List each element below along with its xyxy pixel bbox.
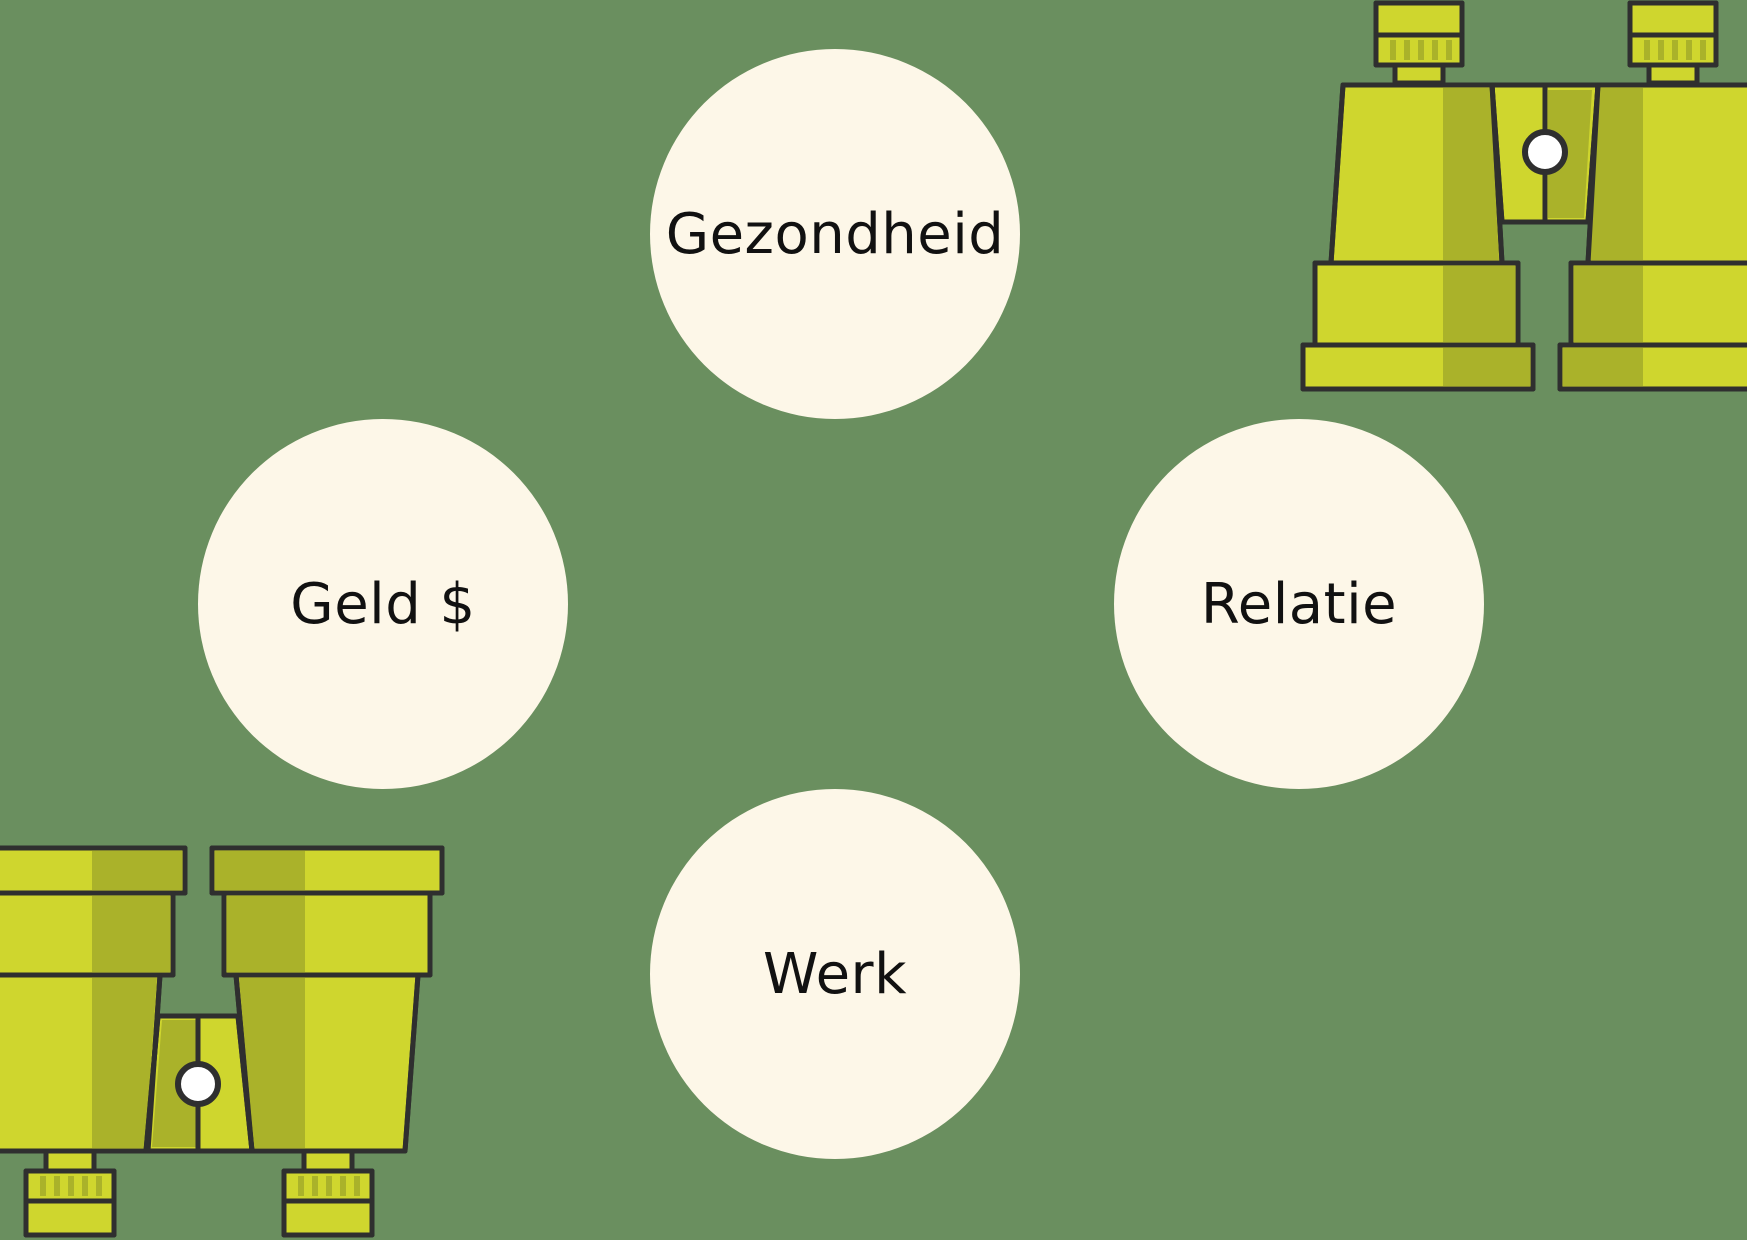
- circle-label-werk: Werk: [763, 941, 907, 1007]
- binoculars-icon: [0, 845, 445, 1238]
- circle-gezondheid: Gezondheid: [650, 49, 1020, 419]
- circle-label-gezondheid: Gezondheid: [665, 201, 1005, 267]
- circle-label-geld: Geld $: [290, 571, 476, 637]
- circle-geld: Geld $: [198, 419, 568, 789]
- circle-werk: Werk: [650, 789, 1020, 1159]
- circle-relatie: Relatie: [1114, 419, 1484, 789]
- binoculars-icon: [1300, 0, 1747, 392]
- circle-label-relatie: Relatie: [1200, 571, 1398, 637]
